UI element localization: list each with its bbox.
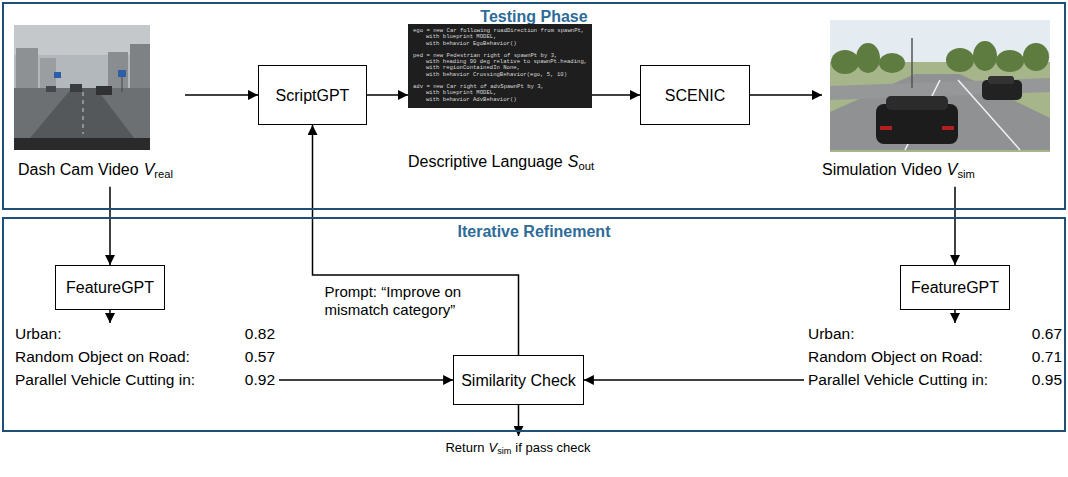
caption-text: sim <box>497 446 511 456</box>
caption-text: V <box>144 161 155 178</box>
box-label: Similarity Check <box>461 371 576 390</box>
connector-arrow <box>109 187 111 265</box>
panel-title: Iterative Refinement <box>4 219 1064 242</box>
caption-text: Dash Cam Video <box>18 161 139 178</box>
feature-name: Parallel Vehicle Cutting in: <box>808 371 1032 389</box>
connector-arrow <box>279 379 453 381</box>
code-line: with behavior AdvBehavior() <box>413 97 587 103</box>
caption-text: Descriptive Language <box>408 153 563 170</box>
process-box: FeatureGPT <box>55 265 165 310</box>
feature-name: Random Object on Road: <box>808 348 1032 366</box>
caption-text: S <box>568 153 579 170</box>
score-list: Urban:0.82Random Object on Road:0.57Para… <box>15 325 275 389</box>
score-value: 0.71 <box>1032 348 1062 366</box>
process-box: SCENIC <box>640 65 750 125</box>
score-value: 0.92 <box>245 371 275 389</box>
process-box: ScriptGPT <box>258 65 367 125</box>
edge-label: Prompt: “Improve on mismatch category” <box>323 282 477 320</box>
score-value: 0.95 <box>1032 371 1062 389</box>
score-value: 0.67 <box>1032 325 1062 343</box>
caption-text: real <box>154 168 173 180</box>
caption-text: sim <box>957 168 974 180</box>
score-list: Urban:0.67Random Object on Road:0.71Para… <box>808 325 1062 389</box>
caption-text: Simulation Video <box>822 161 942 178</box>
box-label: FeatureGPT <box>66 278 154 297</box>
dash-cam-frame <box>14 25 150 150</box>
simulation-frame <box>830 20 1050 152</box>
box-label: FeatureGPT <box>911 278 999 297</box>
feature-name: Urban: <box>808 325 1032 343</box>
caption-text: V <box>489 440 498 455</box>
decision-box: Similarity Check <box>453 355 584 405</box>
box-label: ScriptGPT <box>276 86 350 105</box>
phase-panel: Testing PhaseDash Cam VideoVrealScriptGP… <box>2 2 1066 210</box>
video-frame: Simulation Video Vsim <box>822 18 1062 184</box>
connector-arrow <box>954 187 956 265</box>
score-value: 0.57 <box>245 348 275 366</box>
connector-arrow <box>954 310 956 323</box>
code-line: with behavior CrossingBehavior(ego, 5, 1… <box>413 72 587 78</box>
box-label: SCENIC <box>665 86 725 105</box>
connector-arrow <box>750 94 822 96</box>
caption-text: if pass check <box>515 440 590 455</box>
process-box: FeatureGPT <box>900 265 1010 310</box>
score-value: 0.82 <box>245 325 275 343</box>
code-block: ego = new Car following roadDirection fr… <box>408 24 592 176</box>
phase-panel: Iterative RefinementFeatureGPTUrban:0.82… <box>2 217 1066 432</box>
connector-arrow <box>109 310 111 323</box>
feature-name: Random Object on Road: <box>15 348 245 366</box>
video-frame: Dash Cam Video Vreal <box>8 22 183 184</box>
caption-text: V <box>947 161 958 178</box>
output-note: Return Vsim if pass check <box>398 438 638 461</box>
connector-arrow <box>584 379 804 381</box>
connector-arrow <box>367 94 408 96</box>
feature-name: Urban: <box>15 325 245 343</box>
connector-arrow <box>185 94 258 96</box>
feature-name: Parallel Vehicle Cutting in: <box>15 371 245 389</box>
caption-text: Return <box>445 440 484 455</box>
connector-arrow <box>592 94 640 96</box>
caption-text: out <box>578 160 594 172</box>
code-line: with behavior EgoBehavior() <box>413 41 587 47</box>
